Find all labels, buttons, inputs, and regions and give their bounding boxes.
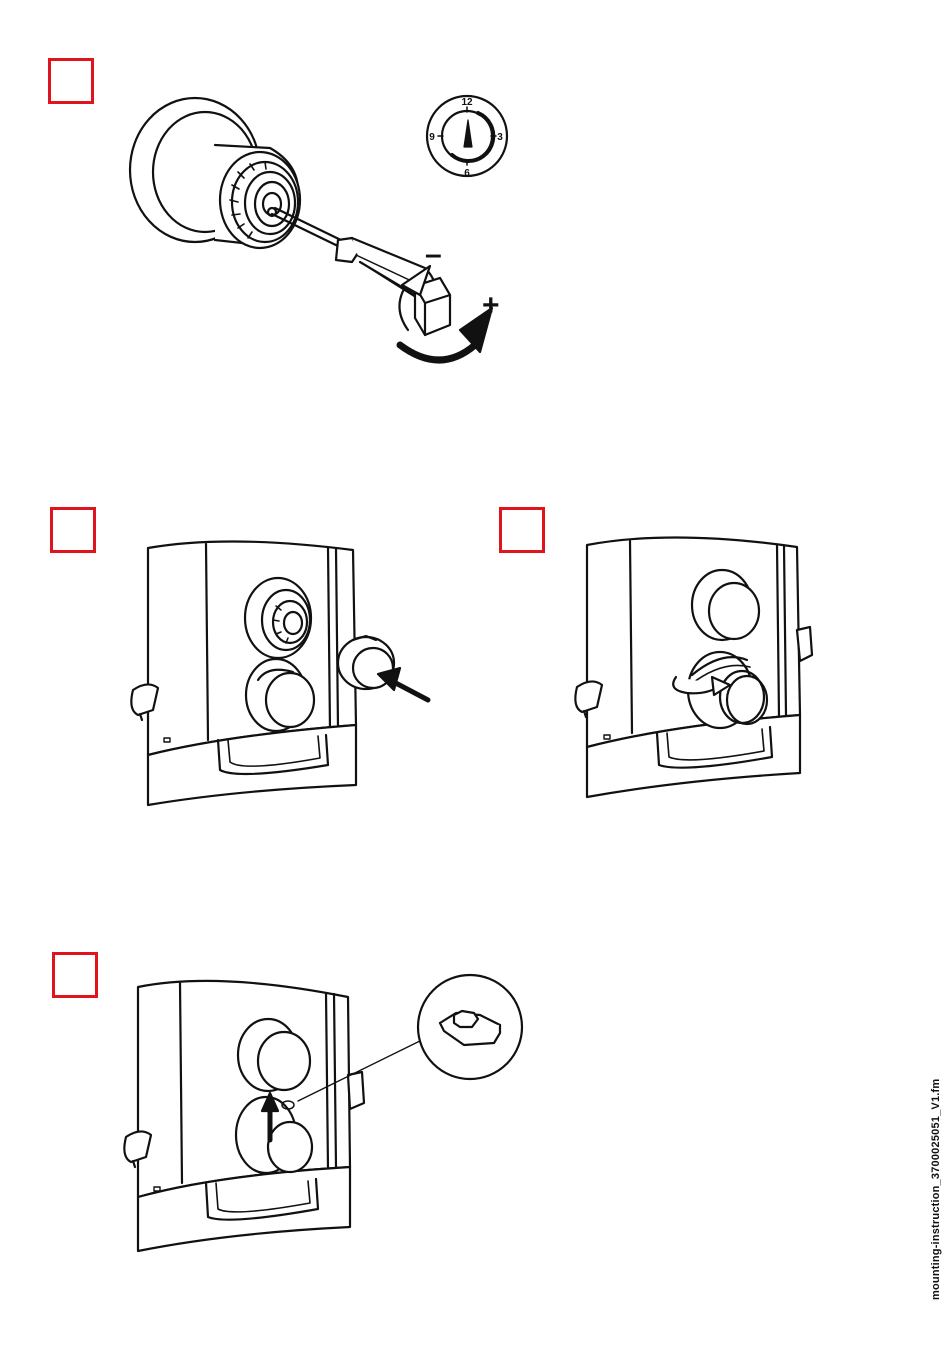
figure-attach-knob xyxy=(128,540,438,815)
figure-rotate-knob xyxy=(572,535,852,815)
step-marker-1 xyxy=(48,58,94,104)
document-filename: mounting-instruction_3700025051_V1.fm xyxy=(928,1060,948,1300)
step-marker-2 xyxy=(50,507,96,553)
dial-label-12: 12 xyxy=(461,97,473,108)
figure-temperature-adjustment: 12 3 6 9 – + xyxy=(120,90,520,380)
step-marker-3 xyxy=(499,507,545,553)
dial-label-9: 9 xyxy=(429,132,435,143)
dial-label-6: 6 xyxy=(464,168,470,179)
filename-text: mounting-instruction_3700025051_V1.fm xyxy=(930,1079,942,1300)
figure-cap-detail xyxy=(118,975,538,1260)
minus-sign: – xyxy=(425,238,442,271)
plus-sign: + xyxy=(482,289,500,322)
dial-label-3: 3 xyxy=(497,132,503,143)
step-marker-4 xyxy=(52,952,98,998)
